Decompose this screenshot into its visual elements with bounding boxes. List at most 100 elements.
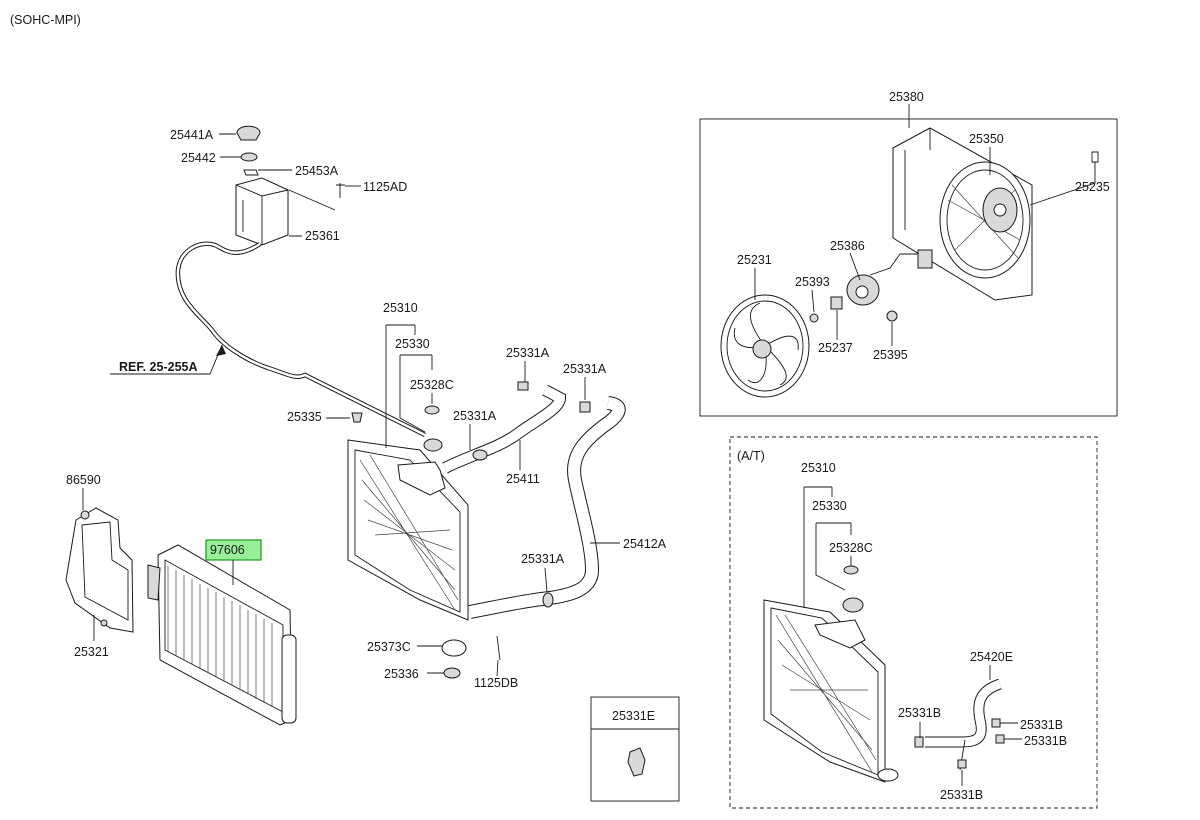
fan-blade-drawing — [720, 294, 810, 398]
callout-1125AD[interactable]: 1125AD — [345, 180, 407, 194]
svg-text:25310: 25310 — [801, 461, 836, 475]
callout-at-25330[interactable]: 25330 — [812, 499, 852, 591]
clamp-25331E-box — [590, 696, 680, 802]
fan-assembly-panel — [699, 118, 1118, 417]
callout-25393[interactable]: 25393 — [795, 275, 830, 313]
svg-text:1125AD: 1125AD — [363, 180, 407, 194]
overflow-hose-drawing — [175, 241, 427, 438]
svg-text:25328C: 25328C — [829, 541, 873, 555]
callout-25411[interactable]: 25411 — [506, 440, 540, 486]
callout-25328C[interactable]: 25328C — [410, 378, 454, 404]
svg-text:25331A: 25331A — [563, 362, 607, 376]
reservoir-drawing — [235, 125, 345, 246]
fan-shroud-drawing — [892, 127, 1033, 301]
lower-hose-drawing — [468, 396, 626, 619]
callout-at-25331B-left[interactable]: 25331B — [898, 706, 941, 738]
at-variant-panel: (A/T) — [729, 436, 1098, 809]
svg-text:25373C: 25373C — [367, 640, 411, 654]
callout-25336[interactable]: 25336 — [384, 667, 444, 681]
callout-97606-highlighted[interactable]: 97606 — [205, 539, 262, 585]
svg-text:REF. 25-255A: REF. 25-255A — [119, 360, 198, 374]
callout-25335[interactable]: 25335 — [287, 410, 350, 424]
bolt-1125AD — [336, 183, 345, 198]
callout-25331A-upper-left[interactable]: 25331A — [506, 346, 550, 382]
callout-25331A-upper-right[interactable]: 25331A — [563, 362, 607, 400]
callout-at-25331B-right-lower[interactable]: 25331B — [1004, 734, 1067, 748]
callout-25395[interactable]: 25395 — [873, 322, 908, 362]
svg-text:25393: 25393 — [795, 275, 830, 289]
reservoir-cap — [236, 125, 261, 141]
bolt-1125DB — [496, 635, 501, 661]
callout-1125DB[interactable]: 1125DB — [474, 659, 518, 690]
callout-25235[interactable]: 25235 — [1075, 180, 1110, 194]
callout-at-25310[interactable]: 25310 — [801, 461, 836, 608]
svg-text:25411: 25411 — [506, 472, 540, 486]
svg-text:25386: 25386 — [830, 239, 865, 253]
fan-assembly-frame — [699, 118, 1118, 417]
callout-25373C[interactable]: 25373C — [367, 640, 443, 654]
drain-plug-25336 — [443, 667, 461, 679]
callout-25321[interactable]: 25321 — [74, 615, 109, 659]
svg-text:25336: 25336 — [384, 667, 419, 681]
condenser-drawing — [147, 544, 297, 726]
clamp-25331E-drawing — [627, 747, 646, 777]
svg-text:25420E: 25420E — [970, 650, 1013, 664]
callout-25331A-lower[interactable]: 25331A — [521, 552, 565, 593]
engine-variant-label: (SOHC-MPI) — [10, 13, 81, 27]
svg-text:25442: 25442 — [181, 151, 216, 165]
svg-text:25310: 25310 — [383, 301, 418, 315]
svg-text:25331B: 25331B — [1020, 718, 1063, 732]
upper-hose-drawing — [442, 381, 567, 474]
svg-text:86590: 86590 — [66, 473, 101, 487]
callout-25350[interactable]: 25350 — [969, 132, 1004, 175]
radiator-drawing — [347, 405, 501, 679]
callout-25361[interactable]: 25361 — [288, 189, 340, 243]
svg-text:25330: 25330 — [395, 337, 430, 351]
radiator-cap — [423, 438, 443, 452]
svg-text:25350: 25350 — [969, 132, 1004, 146]
bracket-25237 — [830, 296, 843, 310]
svg-text:25335: 25335 — [287, 410, 322, 424]
callout-25331E[interactable]: 25331E — [612, 709, 655, 723]
callout-25330[interactable]: 25330 — [395, 337, 433, 433]
callout-25331A-radiator[interactable]: 25331A — [453, 409, 497, 450]
cap-seal-25328C — [424, 405, 440, 415]
svg-text:25330: 25330 — [812, 499, 847, 513]
cap-seal — [240, 152, 258, 162]
svg-text:97606: 97606 — [210, 543, 245, 557]
callout-at-25420E[interactable]: 25420E — [970, 650, 1013, 680]
callout-at-25331B-right-upper[interactable]: 25331B — [1000, 718, 1063, 732]
callout-25412A[interactable]: 25412A — [590, 537, 667, 551]
svg-text:25231: 25231 — [737, 253, 772, 267]
svg-text:25331E: 25331E — [612, 709, 655, 723]
bolt-25395 — [886, 310, 898, 322]
callout-25237[interactable]: 25237 — [818, 310, 853, 355]
bolt-25235 — [1029, 151, 1099, 206]
ref-link-25-255A[interactable]: REF. 25-255A — [110, 344, 226, 375]
callout-25441A[interactable]: 25441A — [170, 128, 236, 142]
svg-text:25328C: 25328C — [410, 378, 454, 392]
drain-plug-bracket — [441, 639, 467, 657]
svg-text:25380: 25380 — [889, 90, 924, 104]
callout-at-25331B-bottom[interactable]: 25331B — [940, 770, 983, 802]
svg-text:25321: 25321 — [74, 645, 109, 659]
callout-25453A[interactable]: 25453A — [258, 164, 339, 178]
callout-25310[interactable]: 25310 — [383, 301, 418, 448]
svg-text:25412A: 25412A — [623, 537, 667, 551]
svg-text:25331A: 25331A — [521, 552, 565, 566]
callout-25386[interactable]: 25386 — [830, 239, 865, 281]
callout-at-25328C[interactable]: 25328C — [829, 541, 873, 566]
callout-86590[interactable]: 86590 — [66, 473, 101, 510]
svg-text:25331B: 25331B — [940, 788, 983, 802]
callout-25380[interactable]: 25380 — [889, 90, 924, 128]
svg-text:25331B: 25331B — [898, 706, 941, 720]
svg-text:25331A: 25331A — [453, 409, 497, 423]
svg-text:1125DB: 1125DB — [474, 676, 518, 690]
at-label: (A/T) — [737, 449, 765, 463]
callout-25231[interactable]: 25231 — [737, 253, 772, 300]
at-hose-drawing — [914, 678, 1005, 771]
svg-text:25237: 25237 — [818, 341, 853, 355]
fan-motor-drawing — [846, 249, 933, 306]
callout-25442[interactable]: 25442 — [181, 151, 241, 165]
svg-text:25331B: 25331B — [1024, 734, 1067, 748]
